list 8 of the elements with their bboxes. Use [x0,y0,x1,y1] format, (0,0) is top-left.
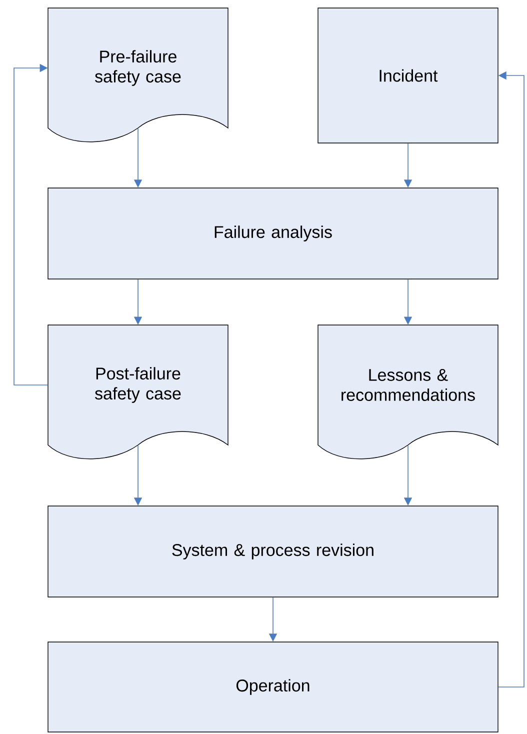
document-box: Lessons & recommendations [318,324,498,460]
process-box: System & process revision [48,506,498,598]
process-box: Operation [48,642,498,732]
process-box: Incident [318,8,498,144]
process-box: Failure analysis [48,188,498,280]
document-box: Pre-failure safety case [48,8,228,142]
document-box: Post-failure safety case [48,324,228,460]
loop-arrow [14,64,48,386]
